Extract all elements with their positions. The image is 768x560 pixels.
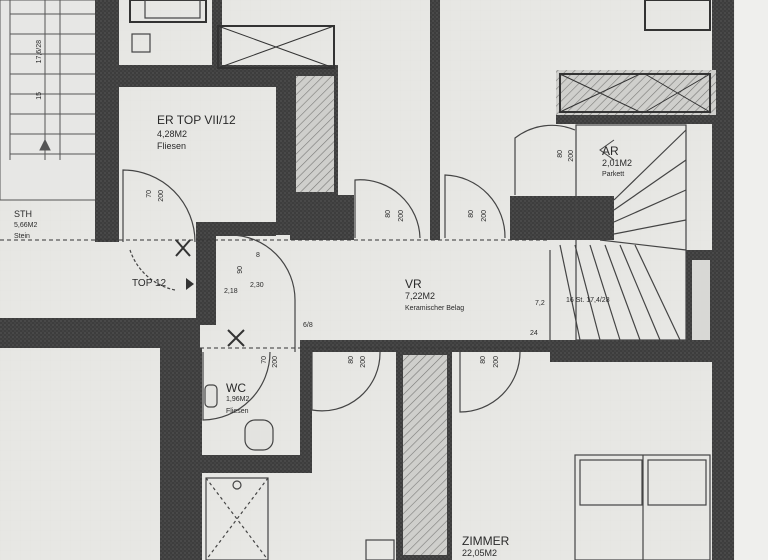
door-cross-icon [175, 239, 191, 257]
door-swings [122, 124, 576, 421]
zimmer-room-area: 22,05M2 [462, 548, 498, 558]
zimmer-furniture [365, 454, 711, 560]
dim-zimmer-door-b-height: 200 [493, 356, 500, 368]
dim-zimmer-door-b-width: 80 [480, 356, 487, 364]
stair-dimension: 17,6/28 [36, 40, 43, 64]
dim-entrance-c: 2,18 [224, 288, 238, 295]
stairwell-stairs [0, 0, 99, 201]
dim-wc-door-width: 70 [261, 356, 268, 364]
unit-label: TOP 12 [132, 278, 167, 289]
top-furniture [131, 0, 201, 53]
stairwell-name: STH [14, 209, 32, 219]
wc-room-area: 1,96M2 [226, 396, 250, 403]
dim-misc-b: 6/8 [303, 322, 313, 329]
dim-storage-door-height: 200 [158, 190, 165, 202]
storage-room-finish: Fliesen [157, 141, 187, 151]
hall-room-area: 7,22M2 [405, 291, 436, 301]
stair-label: 16 St. 17,4/28 [566, 297, 610, 304]
dim-ar-door-width: 80 [557, 150, 564, 158]
entrance-arrow-icon [186, 278, 194, 290]
wc-fixtures [204, 384, 274, 560]
ar-room-finish: Parkett [602, 171, 625, 178]
spiral-staircase [549, 124, 687, 345]
wc-room-finish: Fliesen [226, 408, 249, 415]
wc-room-name: WC [226, 381, 246, 395]
dim-hall-door-a-width: 80 [385, 210, 392, 218]
dim-entrance-d: 2,30 [250, 282, 264, 289]
dim-entrance-b: 90 [237, 266, 244, 274]
dim-misc-a: 24 [530, 330, 538, 337]
dim-ar-door-height: 200 [568, 150, 575, 162]
stairwell-area: 5,66M2 [14, 222, 38, 229]
hall-room-name: VR [405, 277, 422, 291]
dim-hall-door-a-height: 200 [398, 210, 405, 222]
dim-entrance-a: 8 [256, 252, 260, 259]
dim-wc-door-height: 200 [272, 356, 279, 368]
stair-dimension-2: 15 [36, 92, 43, 100]
dim-hall-door-b-height: 200 [481, 210, 488, 222]
storage-room-name: ER TOP VII/12 [157, 113, 236, 127]
ar-room-area: 2,01M2 [602, 158, 633, 168]
storage-room-area: 4,28M2 [157, 129, 188, 139]
zimmer-room-name: ZIMMER [462, 534, 510, 548]
stairwell-finish: Stein [14, 233, 30, 240]
hall-room-finish: Keramischer Belag [405, 305, 465, 312]
dim-hall-door-b-width: 80 [468, 210, 475, 218]
dim-misc-c: 7,2 [535, 300, 545, 307]
ar-room-name: AR [602, 144, 619, 158]
dim-storage-door-width: 70 [146, 190, 153, 198]
dim-zimmer-door-a-height: 200 [360, 356, 367, 368]
dim-zimmer-door-a-width: 80 [348, 356, 355, 364]
wc-door-cross-icon [227, 329, 245, 347]
walls [0, 0, 734, 560]
thin-walls [0, 0, 711, 349]
